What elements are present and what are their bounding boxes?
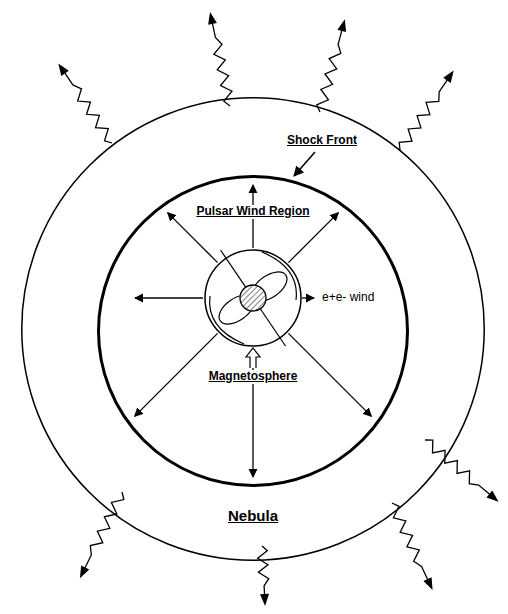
photon-arrow [205,11,235,107]
region-title: Nebula [226,507,280,524]
field-line [262,252,296,300]
shock-front-circle: Pulsar Wind Region e+e- wind [97,175,409,487]
neutron-star [240,285,266,311]
region-outline [97,175,409,487]
wind-arrow [135,333,218,416]
field-lobes [214,266,292,330]
shock-front-circle [99,177,408,486]
photon-arrow [422,436,502,505]
wind-arrow [288,333,371,416]
flow-label: e+e- wind [320,291,376,305]
region-title: Pulsar Wind Region [194,205,311,219]
photon-arrow [54,61,116,146]
callout-label: Shock Front [285,134,359,148]
neutron-star-ground [240,285,266,311]
callout-label: Magnetosphere [207,370,300,384]
photon-arrow [396,68,458,153]
photon-arrow [387,501,437,592]
leader-arrow [294,152,315,176]
wind-arrow [288,213,338,263]
wind-arrow [135,297,203,298]
nebula-circle [22,98,485,561]
photon-arrow [315,18,350,113]
magnetosphere-circle [205,250,301,346]
nebula-circle: Pulsar Wind Region e+e- windNebula [21,97,485,561]
wind-arrow [302,297,314,298]
rotation-axis [221,250,286,346]
wind-arrows [135,185,372,477]
region-outline [21,97,485,561]
leader-arrow [246,348,260,368]
wind-arrow [168,213,218,263]
photon-arrow [257,546,270,606]
field-line [210,296,244,344]
